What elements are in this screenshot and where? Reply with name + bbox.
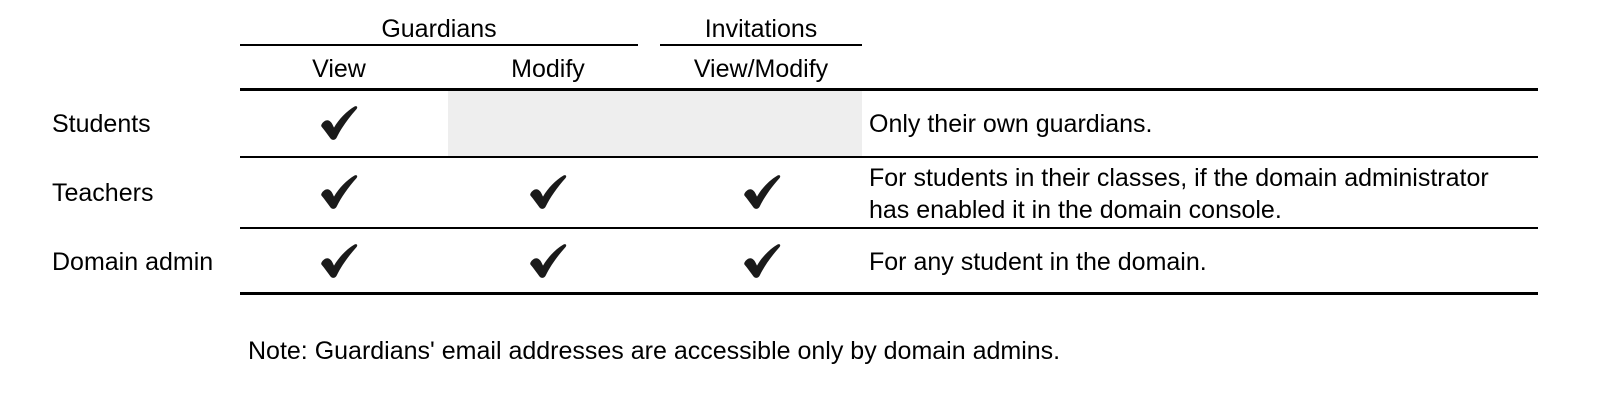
check-icon	[740, 170, 784, 214]
row-rule-after-teachers	[240, 227, 1538, 229]
check-icon	[317, 101, 361, 145]
row-label-teachers: Teachers	[52, 179, 154, 207]
row-label-domain-admin: Domain admin	[52, 248, 214, 276]
group-rule-guardians	[240, 44, 638, 46]
row-rule-after-students	[240, 156, 1538, 158]
check-icon	[317, 239, 361, 283]
row-description-teachers: For students in their classes, if the do…	[869, 164, 1489, 224]
check-icon	[317, 170, 361, 214]
check-icon	[740, 239, 784, 283]
footnote: Note: Guardians' email addresses are acc…	[248, 337, 1061, 365]
check-icon	[526, 170, 570, 214]
column-header-view-modify: View/Modify	[693, 55, 829, 83]
column-header-modify: Modify	[511, 55, 585, 83]
table-bottom-rule	[240, 292, 1538, 295]
row-label-students: Students	[52, 110, 151, 138]
cell-students-modify-disabled	[448, 91, 862, 156]
table-top-rule	[240, 88, 1538, 91]
column-header-view: View	[312, 55, 366, 83]
group-header-invitations: Invitations	[704, 15, 818, 43]
row-description-students: Only their own guardians.	[869, 110, 1153, 138]
group-rule-invitations	[660, 44, 862, 46]
check-icon	[526, 239, 570, 283]
row-description-domain-admin: For any student in the domain.	[869, 248, 1207, 276]
group-header-guardians: Guardians	[381, 15, 497, 43]
